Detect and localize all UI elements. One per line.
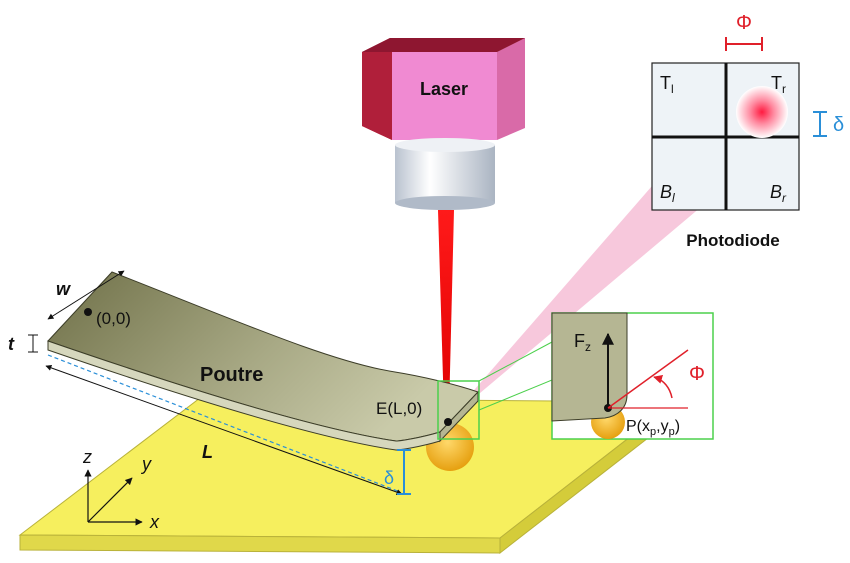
length-label: L [202, 442, 213, 462]
zoom-connector-top [478, 341, 553, 382]
thickness-label: t [8, 334, 15, 354]
contact-point-label: P(xp,yp) [626, 418, 680, 438]
axis-z-label: z [82, 447, 92, 467]
quadrant-tr: Tr [771, 73, 786, 96]
inset [551, 312, 714, 440]
length-dimension [45, 365, 403, 495]
laser-beam [438, 210, 454, 412]
axes [84, 469, 143, 526]
axis-y-label: y [140, 454, 152, 474]
phi-indicator [725, 37, 763, 51]
end-point-label: E(L,0) [376, 399, 422, 418]
origin-point [84, 308, 92, 316]
force-label: Fz [574, 331, 591, 354]
phi-label-top: Φ [736, 12, 752, 34]
deflection-indicator [397, 449, 411, 495]
inset-angle-label: Φ [689, 363, 705, 385]
beam-label: Poutre [200, 364, 263, 386]
laser-label: Laser [420, 79, 468, 99]
origin-label: (0,0) [96, 309, 131, 328]
delta-label-right: δ [833, 114, 844, 136]
zoom-connector-bottom [478, 379, 553, 411]
width-label: w [56, 279, 71, 299]
delta-indicator [813, 111, 827, 137]
photodiode [651, 62, 800, 211]
axis-x-label: x [149, 512, 160, 532]
deflection-label: δ [384, 468, 394, 488]
quadrant-bl: Bl [660, 182, 675, 205]
photodiode-label: Photodiode [686, 231, 779, 250]
laser-head [362, 38, 525, 140]
laser-lens [395, 138, 495, 210]
thickness-dimension [28, 334, 38, 353]
end-point [444, 418, 452, 426]
quadrant-tl: Tl [660, 73, 674, 96]
quadrant-br: Br [770, 182, 787, 205]
width-dimension [47, 270, 125, 320]
